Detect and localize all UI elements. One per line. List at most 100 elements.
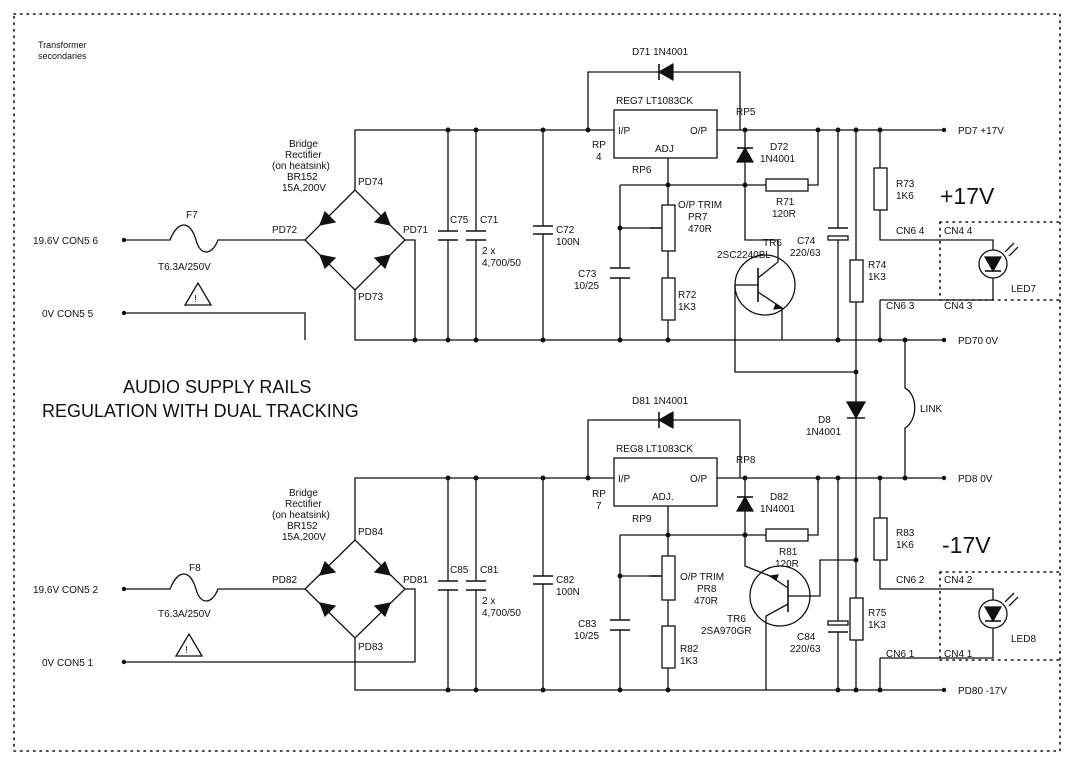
transformer-note-line1: Transformer [38, 40, 87, 50]
c84-plate-curved [827, 620, 849, 626]
rp8-label: RP8 [736, 455, 756, 466]
title-line1: AUDIO SUPPLY RAILS [123, 377, 311, 397]
con5-1-label: 0V CON5 1 [42, 658, 94, 669]
bridge-label-2: Rectifier [285, 150, 322, 161]
pd74-label: PD74 [358, 177, 383, 188]
junction-dot [445, 475, 451, 481]
bridge-rectifier-br152 [304, 189, 406, 291]
d81-label: D81 1N4001 [632, 396, 689, 407]
junction-dot [473, 337, 479, 343]
bridge-rating: 15A,200V [282, 532, 326, 543]
cn6-3-label: CN6 3 [886, 301, 915, 312]
r71-resistor [765, 178, 809, 192]
r74-value: 1K3 [868, 272, 886, 283]
fuse-f8-rating: T6.3A/250V [158, 609, 211, 620]
pd72-label: PD72 [272, 225, 297, 236]
rp7-label-1: RP [592, 489, 606, 500]
r81-wire [620, 478, 819, 536]
c71-value-2: 4,700/50 [482, 258, 521, 269]
bridge-diode-icon [319, 602, 337, 618]
d72-diode-icon [735, 146, 755, 163]
c84-value: 220/63 [790, 644, 821, 655]
c82-value: 100N [556, 587, 580, 598]
rp4-label-1: RP [592, 140, 606, 151]
c75-label: C75 [450, 215, 469, 226]
junction-dot [853, 369, 859, 375]
junction-dot [540, 475, 546, 481]
pd7-terminal [941, 127, 947, 133]
r83-wire [879, 478, 940, 590]
cn6-2-label: CN6 2 [896, 575, 925, 586]
board-outline [13, 13, 1061, 752]
r82-value: 1K3 [680, 656, 698, 667]
bridge-diode-icon [373, 210, 391, 226]
reg7-label: REG7 LT1083CK [616, 96, 693, 107]
junction-dot [877, 687, 883, 693]
bridge-label-1: Bridge [289, 488, 318, 499]
r82-label: R82 [680, 644, 699, 655]
cn4-3-label: CN4 3 [944, 301, 973, 312]
pr7-label: PR7 [688, 212, 708, 223]
r73-label: R73 [896, 179, 915, 190]
cn6-1-wire [879, 657, 940, 690]
rp9-label: RP9 [632, 514, 652, 525]
r73-resistor [873, 167, 888, 211]
pr8-label: PR8 [697, 584, 717, 595]
c83-value: 10/25 [574, 631, 599, 642]
r72-resistor [661, 277, 676, 321]
pr7-value: 470R [688, 224, 712, 235]
pr8-trimmer [661, 555, 676, 601]
led7-light-icon [1004, 242, 1019, 257]
d82-diode-icon [735, 495, 755, 512]
led8-light-icon [1004, 592, 1019, 607]
transformer-note-line2: secondaries [38, 51, 87, 61]
d71-diode-icon [657, 62, 674, 82]
ground-bus-upper [354, 290, 905, 341]
reg8-lt1083ck [613, 457, 718, 507]
junction-dot [585, 475, 591, 481]
d81-diode-icon [657, 410, 674, 430]
pd80-label: PD80 -17V [958, 686, 1007, 697]
bridge-rating: 15A,200V [282, 183, 326, 194]
bridge-diode-icon [319, 560, 337, 576]
c82-label: C82 [556, 575, 575, 586]
r75-value: 1K3 [868, 620, 886, 631]
c85-capacitor [438, 580, 458, 591]
junction-dot [473, 475, 479, 481]
c72-value: 100N [556, 237, 580, 248]
reg7-lt1083ck [613, 109, 718, 159]
reg8-label: REG8 LT1083CK [616, 444, 693, 455]
d81-bypass-wire [587, 419, 741, 478]
c81-value-2: 4,700/50 [482, 608, 521, 619]
negative-bus-lower [354, 638, 942, 691]
pd8-terminal [941, 475, 947, 481]
d72-value: 1N4001 [760, 154, 795, 165]
r75-label: R75 [868, 608, 887, 619]
junction-dot [540, 687, 546, 693]
trim-label: O/P TRIM [680, 572, 724, 583]
bridge-part: BR152 [287, 172, 318, 183]
bridge-diode-icon [319, 210, 337, 226]
c75-capacitor [438, 230, 458, 241]
reg7-op: O/P [690, 126, 708, 137]
rp6-label: RP6 [632, 165, 652, 176]
pd8-label: PD8 0V [958, 474, 993, 485]
bridge-part: BR152 [287, 521, 318, 532]
d8-value: 1N4001 [806, 427, 841, 438]
tr6-lower-label: TR6 [727, 614, 746, 625]
junction-dot [835, 687, 841, 693]
r73-value: 1K6 [896, 191, 914, 202]
r71-label: R71 [776, 197, 795, 208]
warning-mark: ! [194, 294, 197, 305]
reg7-adj: ADJ [655, 144, 674, 155]
junction-dot [853, 687, 859, 693]
tr6-collector-wire [765, 603, 789, 690]
rail-minus17-label: -17V [942, 532, 991, 558]
led8-board-outline [939, 571, 1061, 661]
cn4-1-label: CN4 1 [944, 649, 973, 660]
pd80-terminal [941, 687, 947, 693]
unreg-lower-wire [354, 477, 614, 540]
pd82-label: PD82 [272, 575, 297, 586]
r72-value: 1K3 [678, 302, 696, 313]
